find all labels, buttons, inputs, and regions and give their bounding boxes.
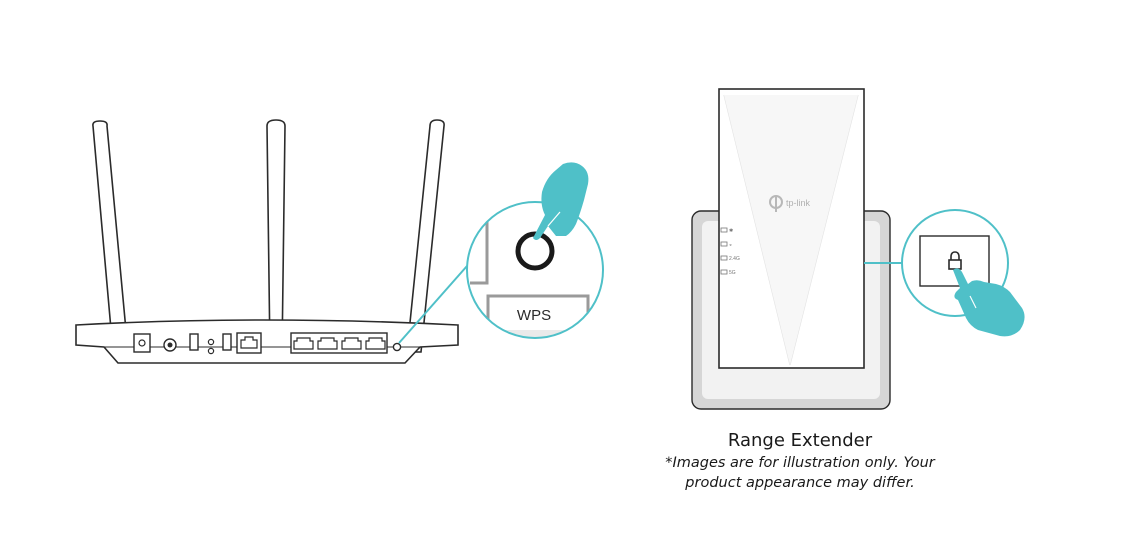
router-usb-port — [189, 333, 199, 351]
tp-link-logo: tp-link — [769, 195, 811, 212]
extender-leds: ✱ ◒ 2.4G 5G — [720, 227, 740, 276]
svg-text:◒: ◒ — [729, 242, 732, 248]
router-illustration — [75, 119, 604, 364]
svg-text:✱: ✱ — [729, 228, 733, 234]
router-led-2 — [207, 347, 215, 355]
router-switch — [222, 333, 232, 351]
router-callout-line — [398, 265, 468, 344]
router-wps-button-small — [392, 342, 402, 352]
hand-pointer-icon-extender — [953, 268, 1025, 337]
router-power-port — [133, 333, 151, 353]
wps-button-zoomed — [515, 231, 555, 271]
router-led-1 — [207, 338, 215, 346]
caption-note-line-2: product appearance may differ. — [685, 475, 915, 491]
router-wan-port — [236, 332, 262, 354]
router-lan-ports — [290, 332, 388, 354]
caption-note-line-1: *Images are for illustration only. Your — [665, 455, 935, 471]
router-antenna-right — [406, 119, 445, 353]
wps-label: WPS — [517, 307, 551, 324]
router-antenna-left — [92, 120, 129, 353]
brand-logo-text: tp-link — [786, 198, 811, 208]
led-label-24g: 2.4G — [729, 256, 740, 262]
router-antenna-middle — [266, 119, 286, 356]
hand-pointer-icon — [533, 162, 589, 240]
led-label-5g: 5G — [729, 270, 736, 276]
caption-title: Range Extender — [727, 430, 873, 451]
extender-illustration: tp-link ✱ ◒ 2.4G 5G — [691, 88, 1025, 410]
